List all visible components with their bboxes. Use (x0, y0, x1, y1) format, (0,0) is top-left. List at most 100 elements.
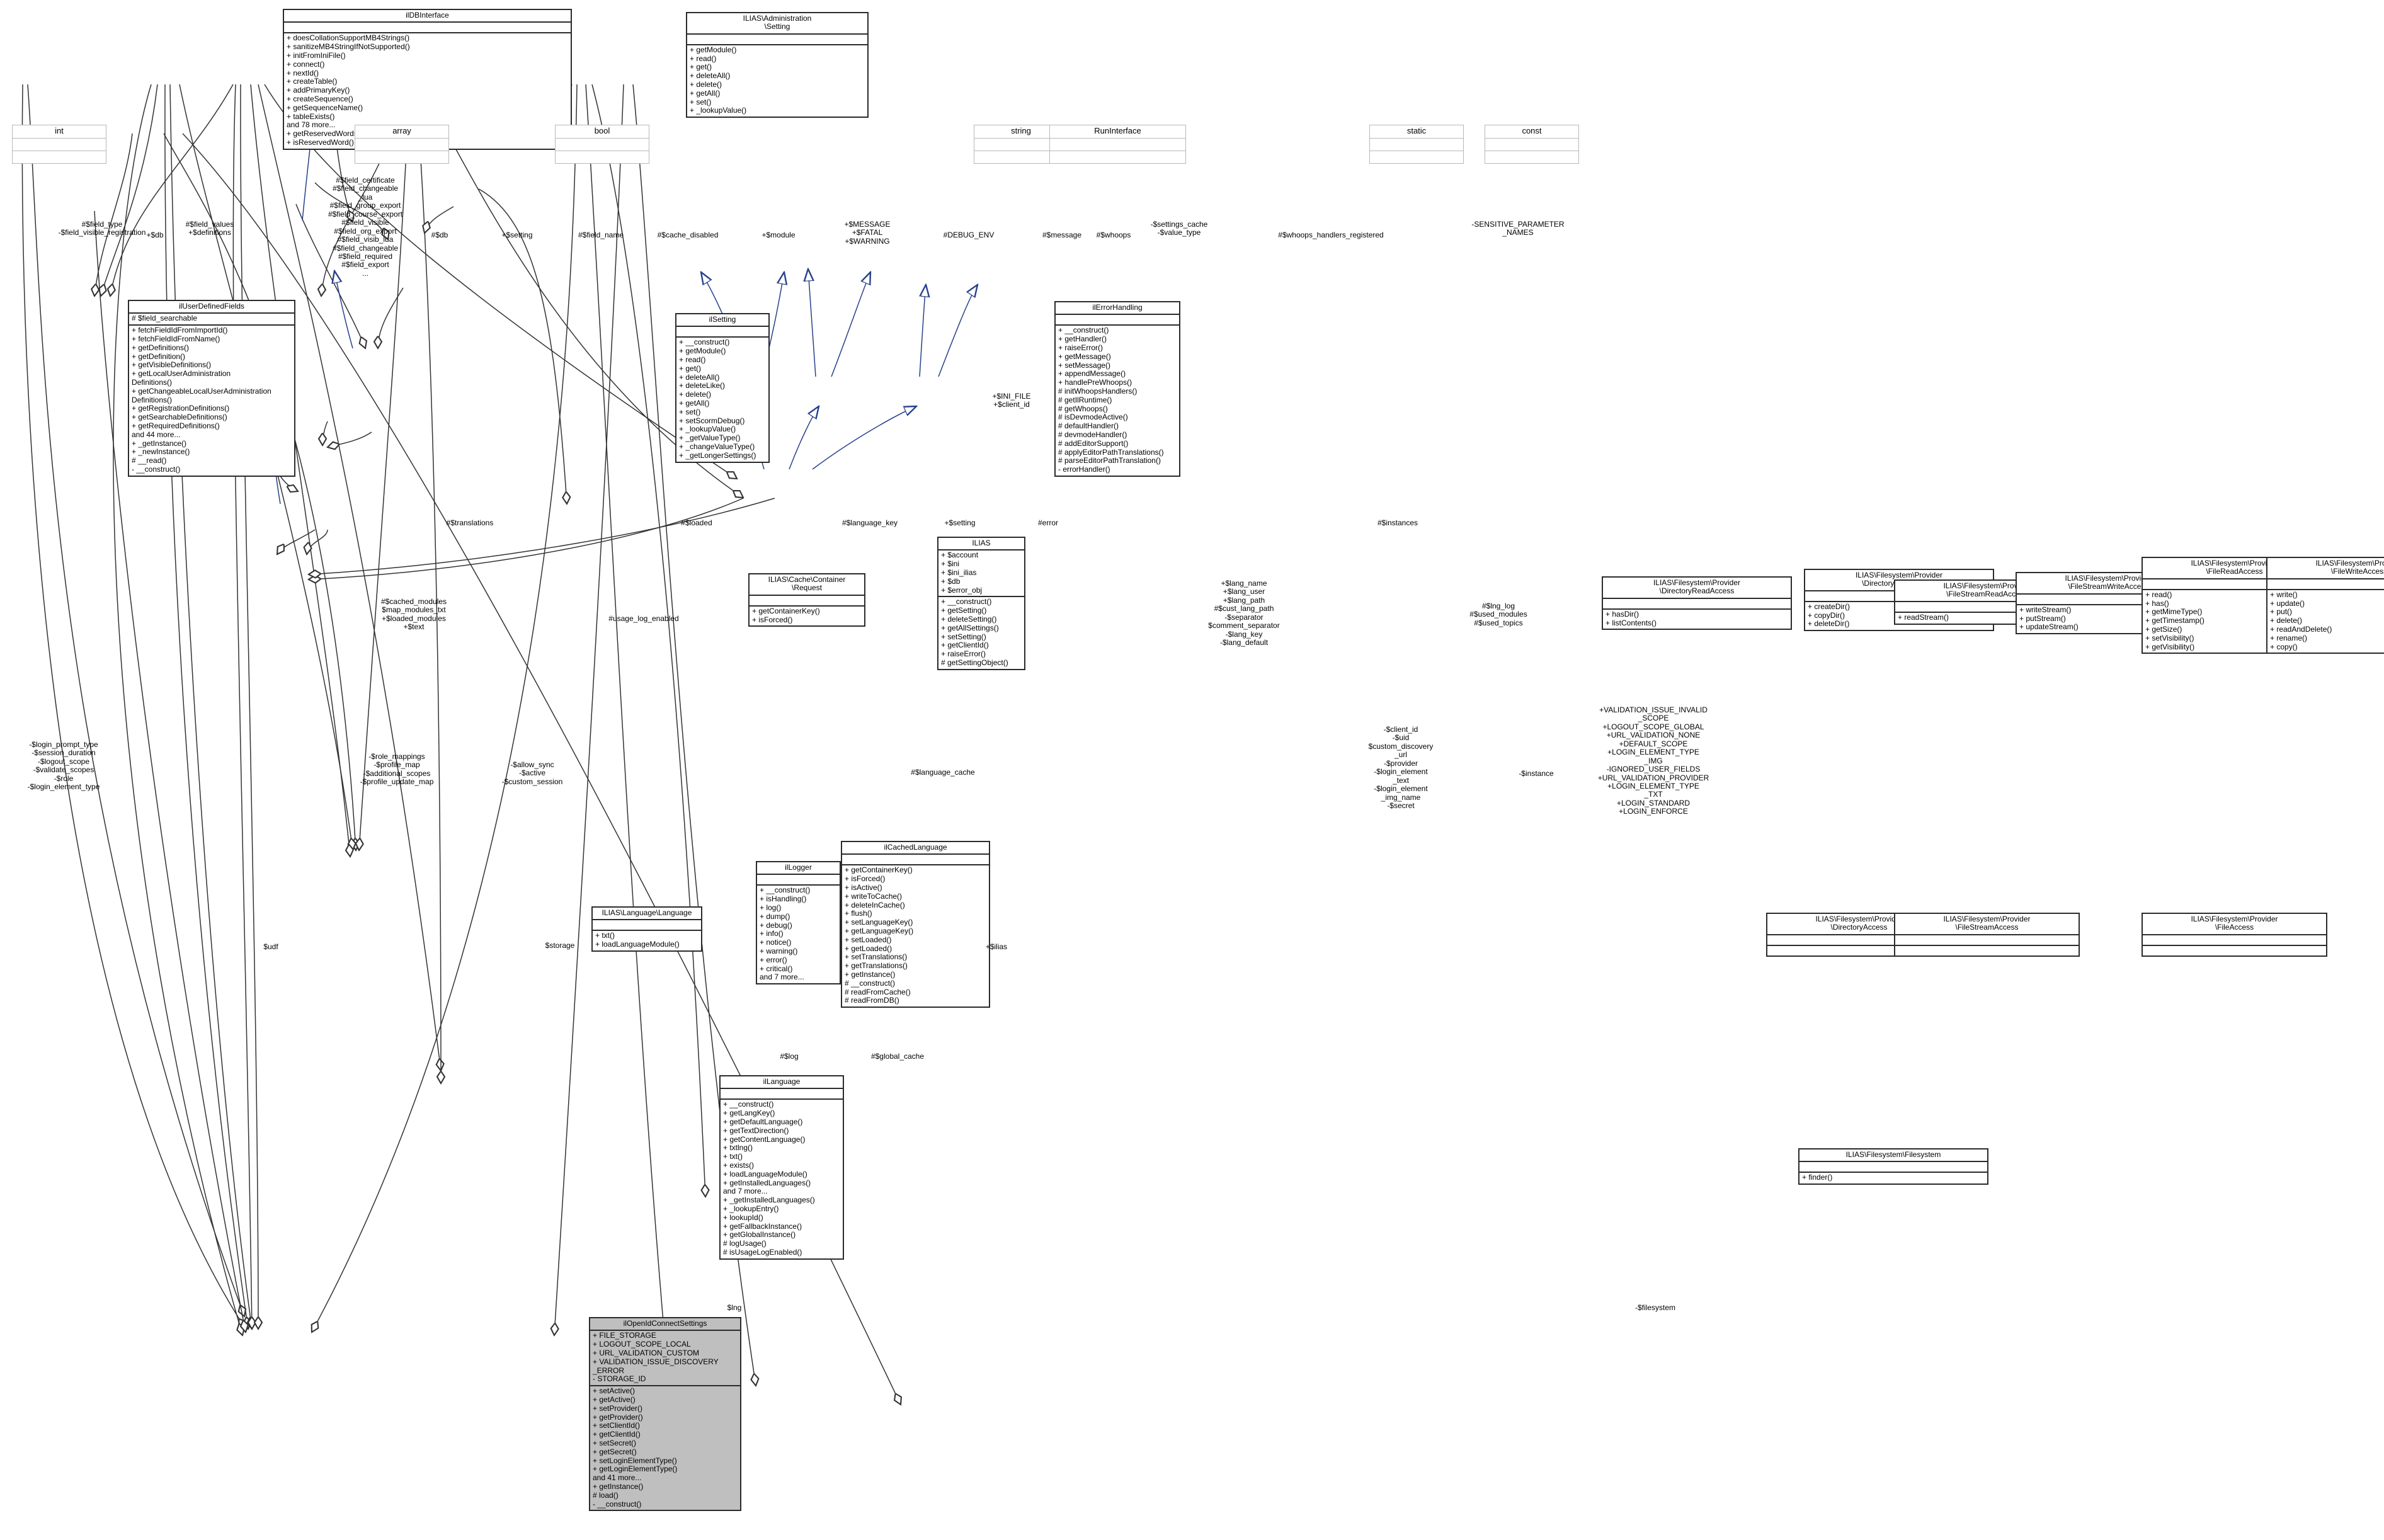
operation-row: + getContainerKey() (752, 606, 820, 615)
operation-row: + read() (2145, 590, 2172, 599)
class-box-ilias-filesystem-provider-directoryreadaccess[interactable]: ILIAS\Filesystem\Provider \DirectoryRead… (1602, 576, 1792, 630)
class-name: ilLanguage (721, 1076, 843, 1090)
operation-row: + isActive() (845, 883, 882, 893)
operation-row: + getRegistrationDefinitions() (132, 404, 230, 413)
class-box-iluserdefinedfields[interactable]: ilUserDefinedFields# $field_searchable+ … (128, 300, 295, 477)
edge-label-l8: #$field_name (578, 231, 624, 239)
operation-row: + deleteSetting() (941, 615, 997, 624)
operation-row: + getMimeType() (2145, 607, 2203, 617)
class-operations: + finder() (1799, 1173, 1987, 1184)
class-box-ilerrorhandling[interactable]: ilErrorHandling+ __construct()+ getHandl… (1054, 301, 1180, 477)
class-operations (355, 151, 448, 163)
operation-row: + getClientId() (593, 1430, 641, 1439)
edge-label-l37: #$log (780, 1052, 799, 1061)
operation-row: + putStream() (2019, 613, 2066, 623)
class-attributes (355, 139, 448, 151)
class-operations (1485, 151, 1578, 163)
class-attributes: # $field_searchable (129, 314, 294, 326)
operation-row: + getInstance() (845, 970, 896, 979)
class-name: int (13, 125, 106, 139)
operation-row: + notice() (760, 938, 792, 947)
class-operations (556, 151, 649, 163)
edge-label-l1: -$login_prompt_type -$session_duration -… (27, 740, 100, 792)
class-name: ILIAS\Filesystem\Provider \FileStreamWri… (2017, 573, 2200, 595)
class-box-ilias-filesystem-filesystem[interactable]: ILIAS\Filesystem\Filesystem+ finder() (1798, 1148, 1988, 1185)
class-operations: + getContainerKey()+ isForced()+ isActiv… (842, 865, 989, 1007)
operation-row: + getTranslations() (845, 961, 908, 971)
operation-row: # readFromCache() (845, 987, 911, 996)
class-operations (1370, 151, 1463, 163)
operation-row: + warning() (760, 947, 798, 956)
class-attributes (750, 596, 864, 607)
class-attributes (556, 139, 649, 151)
class-attributes (1895, 935, 2079, 946)
operation-row: + getChangeableLocalUserAdministration (132, 386, 271, 396)
class-name: ILIAS\Filesystem\Provider \FileStreamAcc… (1895, 914, 2079, 935)
class-operations: + writeStream()+ putStream()+ updateStre… (2017, 605, 2200, 633)
operation-row: + getSequenceName() (287, 103, 363, 112)
class-box-ilcachedlanguage[interactable]: ilCachedLanguage+ getContainerKey()+ isF… (841, 841, 990, 1008)
operation-row: + _lookupEntry() (723, 1204, 779, 1213)
operation-row: # isDevmodeActive() (1058, 413, 1128, 422)
operation-row: # parseEditorPathTranslation() (1058, 456, 1161, 465)
operation-row: + getDefinitions() (132, 343, 190, 352)
class-box-static[interactable]: static (1369, 125, 1464, 164)
operation-row: + fetchFieldIdFromName() (132, 334, 220, 344)
operation-row: + txtlng() (723, 1143, 753, 1153)
operation-row: + loadLanguageModule() (595, 940, 680, 949)
operation-row: + deleteLike() (679, 381, 726, 391)
class-box-runinterface[interactable]: RunInterface (1049, 125, 1186, 164)
class-box-array[interactable]: array (355, 125, 449, 164)
class-box-ilias-administration-setting[interactable]: ILIAS\Administration \Setting+ getModule… (686, 12, 869, 118)
class-attributes (676, 327, 768, 338)
attribute-row: _ERROR (593, 1366, 625, 1375)
operation-row: # initWhoopsHandlers() (1058, 387, 1138, 396)
class-box-ilias-filesystem-provider-filestreamaccess[interactable]: ILIAS\Filesystem\Provider \FileStreamAcc… (1894, 913, 2080, 957)
class-name: ILIAS\Filesystem\Provider \FileAccess (2143, 914, 2326, 935)
edge-label-l5: #$field_certificate #$field_changeable _… (328, 176, 403, 278)
edge-label-l9: #$cache_disabled (657, 231, 719, 239)
class-box-const[interactable]: const (1485, 125, 1579, 164)
class-name: ilLogger (757, 862, 840, 876)
class-name: ILIAS\Filesystem\Provider \FileWriteAcce… (2267, 558, 2384, 579)
edge-label-l27: +$lang_name +$lang_user +$lang_path #$cu… (1208, 579, 1280, 647)
attribute-row: + VALIDATION_ISSUE_DISCOVERY (593, 1357, 719, 1366)
class-attributes (1895, 602, 2079, 613)
operation-row: + delete() (2270, 616, 2303, 625)
operation-row: + setMessage() (1058, 360, 1111, 370)
edge-label-l22: #error (1037, 518, 1059, 527)
operation-row: + doesCollationSupportMB4Strings() (287, 33, 410, 43)
operation-row: + fetchFieldIdFromImportId() (132, 326, 228, 335)
class-box-illogger[interactable]: ilLogger+ __construct()+ isHandling()+ l… (756, 861, 841, 985)
operation-row: + info() (760, 929, 784, 938)
class-box-ilsetting[interactable]: ilSetting+ __construct()+ getModule()+ r… (675, 313, 770, 463)
class-box-illanguage[interactable]: ilLanguage + __construct()+ getLangKey()+… (719, 1075, 844, 1260)
operation-row: + update() (2270, 598, 2305, 608)
class-name: ILIAS\Filesystem\Provider \FileStreamRea… (1895, 581, 2079, 602)
class-operations (13, 151, 106, 163)
class-attributes (284, 23, 571, 34)
operation-row: + raiseError() (941, 649, 986, 659)
operation-row: + getTextDirection() (723, 1126, 789, 1135)
operation-row: + loadLanguageModule() (723, 1169, 807, 1178)
operation-row: + setProvider() (593, 1403, 643, 1413)
class-box-int[interactable]: int (12, 125, 106, 164)
edge-label-l3: +$db (146, 231, 164, 239)
class-box-ilias-filesystem-provider-fileaccess[interactable]: ILIAS\Filesystem\Provider \FileAccess (2142, 913, 2327, 957)
operation-row: + finder() (1802, 1173, 1833, 1182)
class-operations: + __construct()+ getLangKey()+ getDefaul… (721, 1100, 843, 1258)
operation-row: + __construct() (723, 1100, 774, 1109)
class-box-ilias[interactable]: ILIAS+ $account+ $ini+ $ini_ilias+ $db+ … (937, 537, 1025, 670)
class-box-ilias-cache-container-request[interactable]: ILIAS\Cache\Container \Request+ getConta… (748, 573, 865, 627)
class-box-ilias-filesystem-provider-filewriteaccess[interactable]: ILIAS\Filesystem\Provider \FileWriteAcce… (2266, 557, 2384, 654)
operation-row: + setVisibility() (2145, 633, 2194, 642)
class-attributes (1767, 935, 1951, 946)
edge-label-l39: $udf (263, 942, 278, 951)
class-box-ilias-language-language[interactable]: ILIAS\Language\Language+ txt()+ loadLang… (591, 906, 702, 952)
operation-row: + getModule() (690, 45, 737, 54)
operation-row: + setLoaded() (845, 935, 892, 944)
class-attributes (2143, 579, 2326, 590)
class-box-ilopenidconnectsettings[interactable]: ilOpenIdConnectSettings+ FILE_STORAGE+ L… (589, 1317, 741, 1512)
class-box-bool[interactable]: bool (555, 125, 649, 164)
